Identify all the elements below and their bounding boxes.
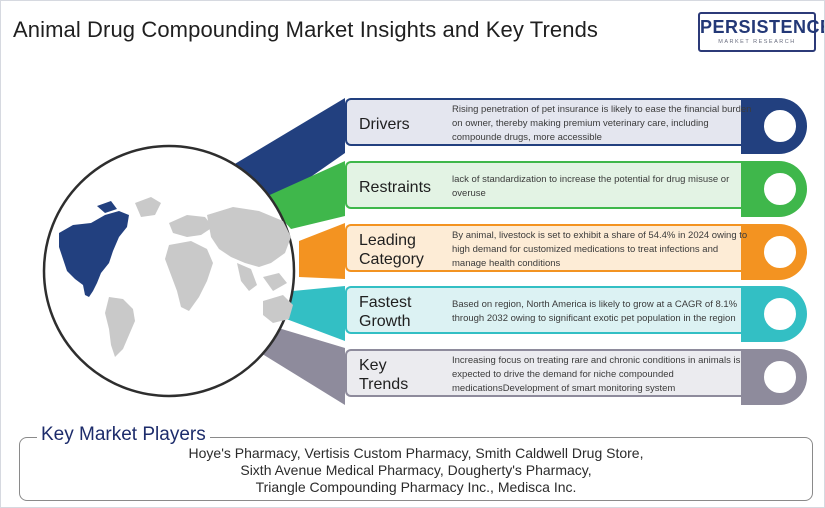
row-label-fastest-growth: Fastest Growth: [359, 294, 412, 330]
key-players-line: Hoye's Pharmacy, Vertisis Custom Pharmac…: [188, 445, 644, 461]
row-desc-drivers: Rising penetration of pet insurance is l…: [452, 104, 752, 143]
cap-restraints: [741, 161, 807, 217]
logo-wordmark: PERSISTENCE: [700, 17, 825, 37]
key-players-line: Triangle Compounding Pharmacy Inc., Medi…: [255, 479, 577, 495]
cap-leading-category: [741, 224, 807, 280]
cap-key-trends: [741, 349, 807, 405]
row-label-restraints: Restraints: [359, 178, 432, 196]
row-desc-key-trends: Increasing focus on treating rare and ch…: [452, 355, 741, 394]
row-leading-category: Leading Category By animal, livestock is…: [345, 224, 747, 272]
world-globe: [42, 144, 296, 398]
row-key-trends: Key Trends Increasing focus on treating …: [345, 349, 741, 397]
australia-shape: [263, 295, 293, 323]
row-drivers: Drivers Rising penetration of pet insura…: [345, 98, 751, 146]
africa-shape: [165, 241, 213, 311]
wedge-leading-category: [299, 223, 345, 279]
key-players-line: Sixth Avenue Medical Pharmacy, Dougherty…: [240, 462, 592, 478]
row-restraints: Restraints lack of standardization to in…: [345, 161, 741, 209]
cap-fastest-growth: [741, 286, 807, 342]
south-america-shape: [105, 297, 135, 357]
key-players-list: Hoye's Pharmacy, Vertisis Custom Pharmac…: [19, 445, 813, 496]
wedge-fastest-growth: [281, 286, 345, 341]
key-players-title: Key Market Players: [37, 424, 210, 446]
logo-tagline: MARKET RESEARCH: [718, 39, 796, 45]
row-label-leading-category: Leading Category: [359, 232, 424, 268]
north-america-region: [59, 211, 129, 297]
row-fastest-growth: Fastest Growth Based on region, North Am…: [345, 286, 741, 334]
wedge-restraints: [263, 161, 345, 229]
row-desc-restraints: lack of standardization to increase the …: [452, 174, 730, 199]
row-desc-leading-category: By animal, livestock is set to exhibit a…: [452, 230, 748, 269]
row-label-key-trends: Key Trends: [359, 357, 409, 393]
key-players-box: [19, 437, 813, 501]
row-desc-fastest-growth: Based on region, North America is likely…: [452, 299, 738, 324]
row-label-drivers: Drivers: [359, 115, 410, 133]
cap-drivers: [741, 98, 807, 154]
wedge-key-trends: [251, 327, 345, 405]
persistence-logo: PERSISTENCE MARKET RESEARCH: [698, 12, 825, 52]
page-title: Animal Drug Compounding Market Insights …: [13, 17, 599, 42]
asia-shape: [207, 207, 291, 267]
